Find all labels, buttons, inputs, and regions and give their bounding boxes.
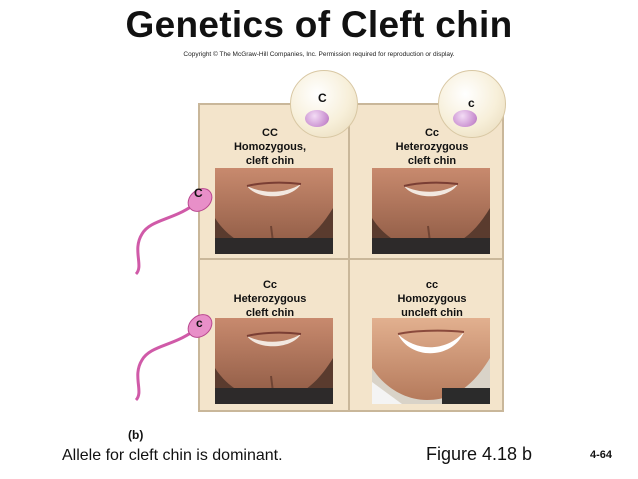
cell-3-phenotype: cleft chin <box>245 307 295 319</box>
cell-3-type: Heterozygous <box>233 293 307 305</box>
grid-divider-horizontal <box>198 258 504 260</box>
egg-nucleus-2 <box>453 110 477 127</box>
sperm-allele-2: c <box>196 316 203 330</box>
panel-label: (b) <box>128 428 144 442</box>
cell-3-face-photo <box>215 318 333 404</box>
cell-3-genotype: Cc <box>262 279 278 291</box>
grid-divider-vertical <box>348 103 350 412</box>
egg-nucleus-1 <box>305 110 329 127</box>
egg-cell-2 <box>438 70 506 138</box>
egg-allele-1: C <box>318 91 327 105</box>
slide-title: Genetics of Cleft chin <box>125 4 513 45</box>
cell-4-face-photo <box>372 318 490 404</box>
cell-2-genotype: Cc <box>424 127 440 139</box>
cell-2-label: Cc Heterozygous cleft chin <box>372 126 492 168</box>
cell-2-face-photo <box>372 168 490 254</box>
cell-2-type: Heterozygous <box>395 141 469 153</box>
egg-allele-2: c <box>468 96 475 110</box>
sperm-2 <box>134 314 213 402</box>
sperm-cells <box>134 188 213 402</box>
egg-cell-1 <box>290 70 358 138</box>
cell-2-phenotype: cleft chin <box>407 155 457 167</box>
figure-reference: Figure 4.18 b <box>426 444 533 464</box>
sperm-1 <box>134 188 213 276</box>
cell-4-phenotype: uncleft chin <box>401 307 463 319</box>
cell-3-label: Cc Heterozygous cleft chin <box>210 278 330 320</box>
cell-1-phenotype: cleft chin <box>245 155 295 167</box>
page-number: 4-64 <box>590 449 613 461</box>
cell-4-type: Homozygous <box>397 293 467 305</box>
cell-4-label: cc Homozygous uncleft chin <box>372 278 492 320</box>
caption-dominance: Allele for cleft chin is dominant. <box>62 447 283 464</box>
copyright-notice: Copyright © The McGraw-Hill Companies, I… <box>183 51 455 58</box>
cell-1-label: CC Homozygous, cleft chin <box>210 126 330 168</box>
cell-1-face-photo <box>215 168 333 254</box>
cell-1-genotype: CC <box>262 127 278 139</box>
sperm-allele-1: C <box>194 186 203 200</box>
cell-1-type: Homozygous, <box>233 141 307 153</box>
cell-4-genotype: cc <box>425 279 439 291</box>
